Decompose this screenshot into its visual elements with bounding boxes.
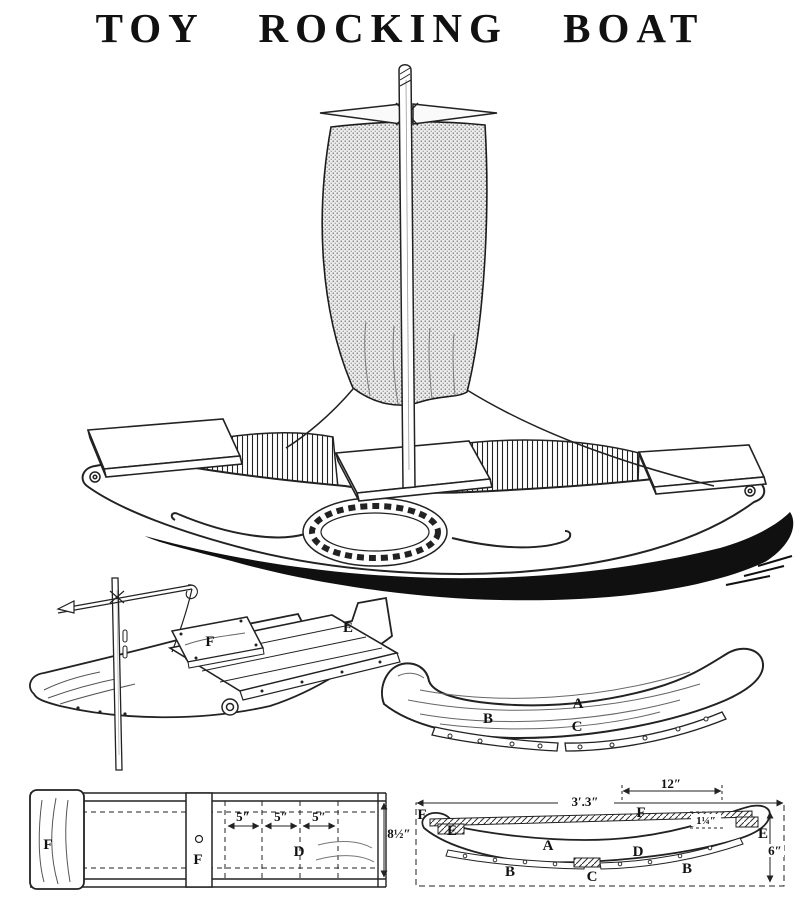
elevation-figure: 12″ 3′.3″ — [415, 776, 785, 887]
elevation-dim-6-text: 6″ — [768, 843, 782, 858]
assembly-seat-board — [170, 616, 265, 669]
plan-dim-5-1: 5″ — [236, 809, 250, 824]
elevation-e-block-right — [735, 816, 759, 828]
plan-dim-5-3: 5″ — [312, 809, 326, 824]
plan-label-d: D — [294, 844, 305, 860]
elevation-dim-strip-bg — [691, 814, 721, 826]
rocker-side-screws — [447, 716, 709, 750]
side-label-c: C — [572, 719, 583, 735]
seat-plan-figure: 5″ 5″ 5″ 8½″ F F D — [29, 789, 411, 890]
rocker-side-grain — [397, 671, 701, 730]
hull-tip-scrolls — [89, 471, 756, 497]
elevation-dim-12 — [621, 785, 723, 803]
elevation-batten-screws — [462, 845, 713, 867]
plan-cross-piece — [185, 792, 213, 888]
elevation-label-f-left: F — [417, 807, 426, 823]
left-seat — [86, 418, 244, 478]
main-illustration — [81, 64, 794, 601]
elevation-dim-33-bg — [558, 794, 612, 806]
elevation-dim-33-text: 3′.3″ — [571, 794, 598, 809]
assembly-label-e: E — [343, 620, 353, 636]
side-label-a: A — [573, 696, 584, 712]
elevation-dim-strip-text: 1¼″ — [696, 815, 716, 827]
assembly-rocker-grain — [43, 671, 136, 705]
plan-dashed-lines — [82, 801, 378, 879]
plan-label-f-left: F — [43, 837, 52, 853]
elevation-label-b-right: B — [682, 861, 692, 877]
assembly-label-f: F — [205, 634, 214, 650]
mast — [398, 64, 416, 489]
sail-fold-lines — [364, 321, 456, 405]
elevation-c-block — [573, 857, 601, 868]
plan-grain-right — [315, 840, 375, 863]
shadow-fringe — [725, 555, 793, 586]
rocker-side-outline — [381, 647, 765, 740]
rigging-ropes — [285, 388, 715, 487]
elevation-e-block-left — [437, 823, 465, 835]
assembly-grommet — [221, 698, 239, 716]
elevation-label-d: D — [633, 844, 644, 860]
plan-dim-5-2: 5″ — [274, 809, 288, 824]
plan-left-seat-block — [29, 789, 85, 890]
elevation-label-c: C — [587, 869, 598, 885]
plan-label-f-mid: F — [193, 852, 202, 868]
elevation-dim-12-text: 12″ — [661, 776, 681, 791]
elevation-label-b-left: B — [505, 864, 515, 880]
plan-dim-height: 8½″ — [387, 826, 410, 841]
elevation-label-f-mid: F — [636, 805, 645, 821]
rocker-side-figure: A B C — [381, 647, 765, 752]
plan-dim-lines — [227, 802, 388, 878]
elevation-label-a: A — [543, 838, 554, 854]
elevation-dim-6-bg — [766, 844, 784, 857]
page-title: TOY ROCKING BOAT — [95, 5, 705, 51]
side-label-b: B — [483, 711, 493, 727]
ground-shadow — [145, 512, 794, 601]
elevation-label-e-right: E — [758, 826, 768, 842]
assembly-deck — [167, 614, 401, 701]
elevation-label-e-left: E — [447, 823, 457, 839]
assembly-detail-figure: F E — [29, 577, 401, 771]
elevation-battens — [445, 837, 744, 870]
assembly-rocker-screws — [76, 706, 127, 716]
deck-oval-hole — [302, 497, 448, 567]
